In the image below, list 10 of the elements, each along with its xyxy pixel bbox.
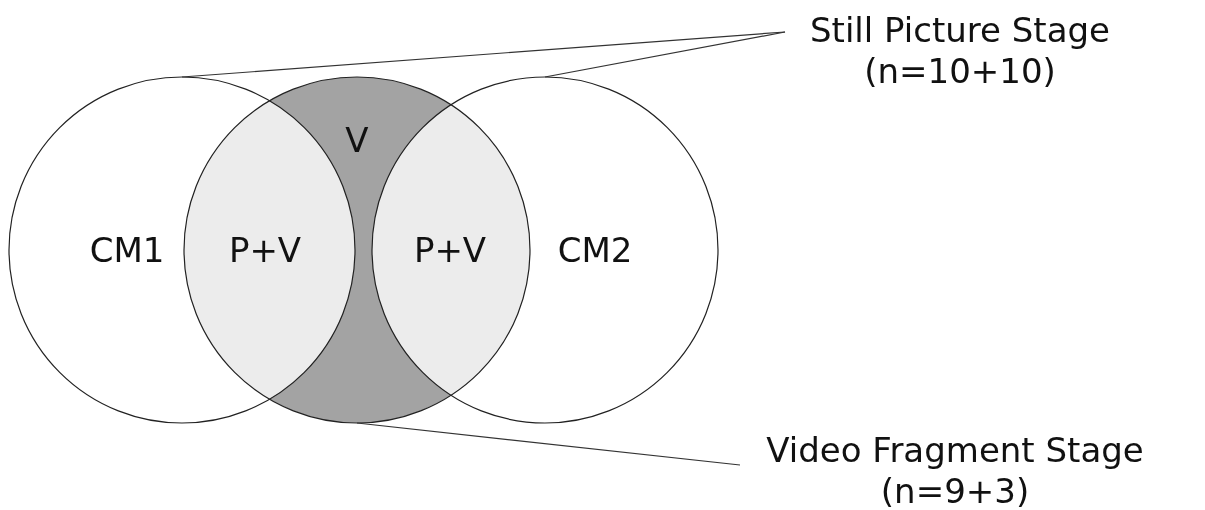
- leader-line: [356, 422, 741, 466]
- region-label: P+V: [413, 230, 487, 270]
- circle-label: CM1: [89, 229, 165, 271]
- circle-label: CM2: [557, 229, 633, 271]
- region-label: P+V: [228, 230, 302, 270]
- stage-label: Still Picture Stage (n=10+10): [808, 10, 1111, 92]
- leader-line: [181, 31, 786, 78]
- leader-line: [544, 31, 786, 78]
- circle-label: V: [345, 119, 369, 161]
- stage-label: Video Fragment Stage (n=9+3): [765, 430, 1145, 510]
